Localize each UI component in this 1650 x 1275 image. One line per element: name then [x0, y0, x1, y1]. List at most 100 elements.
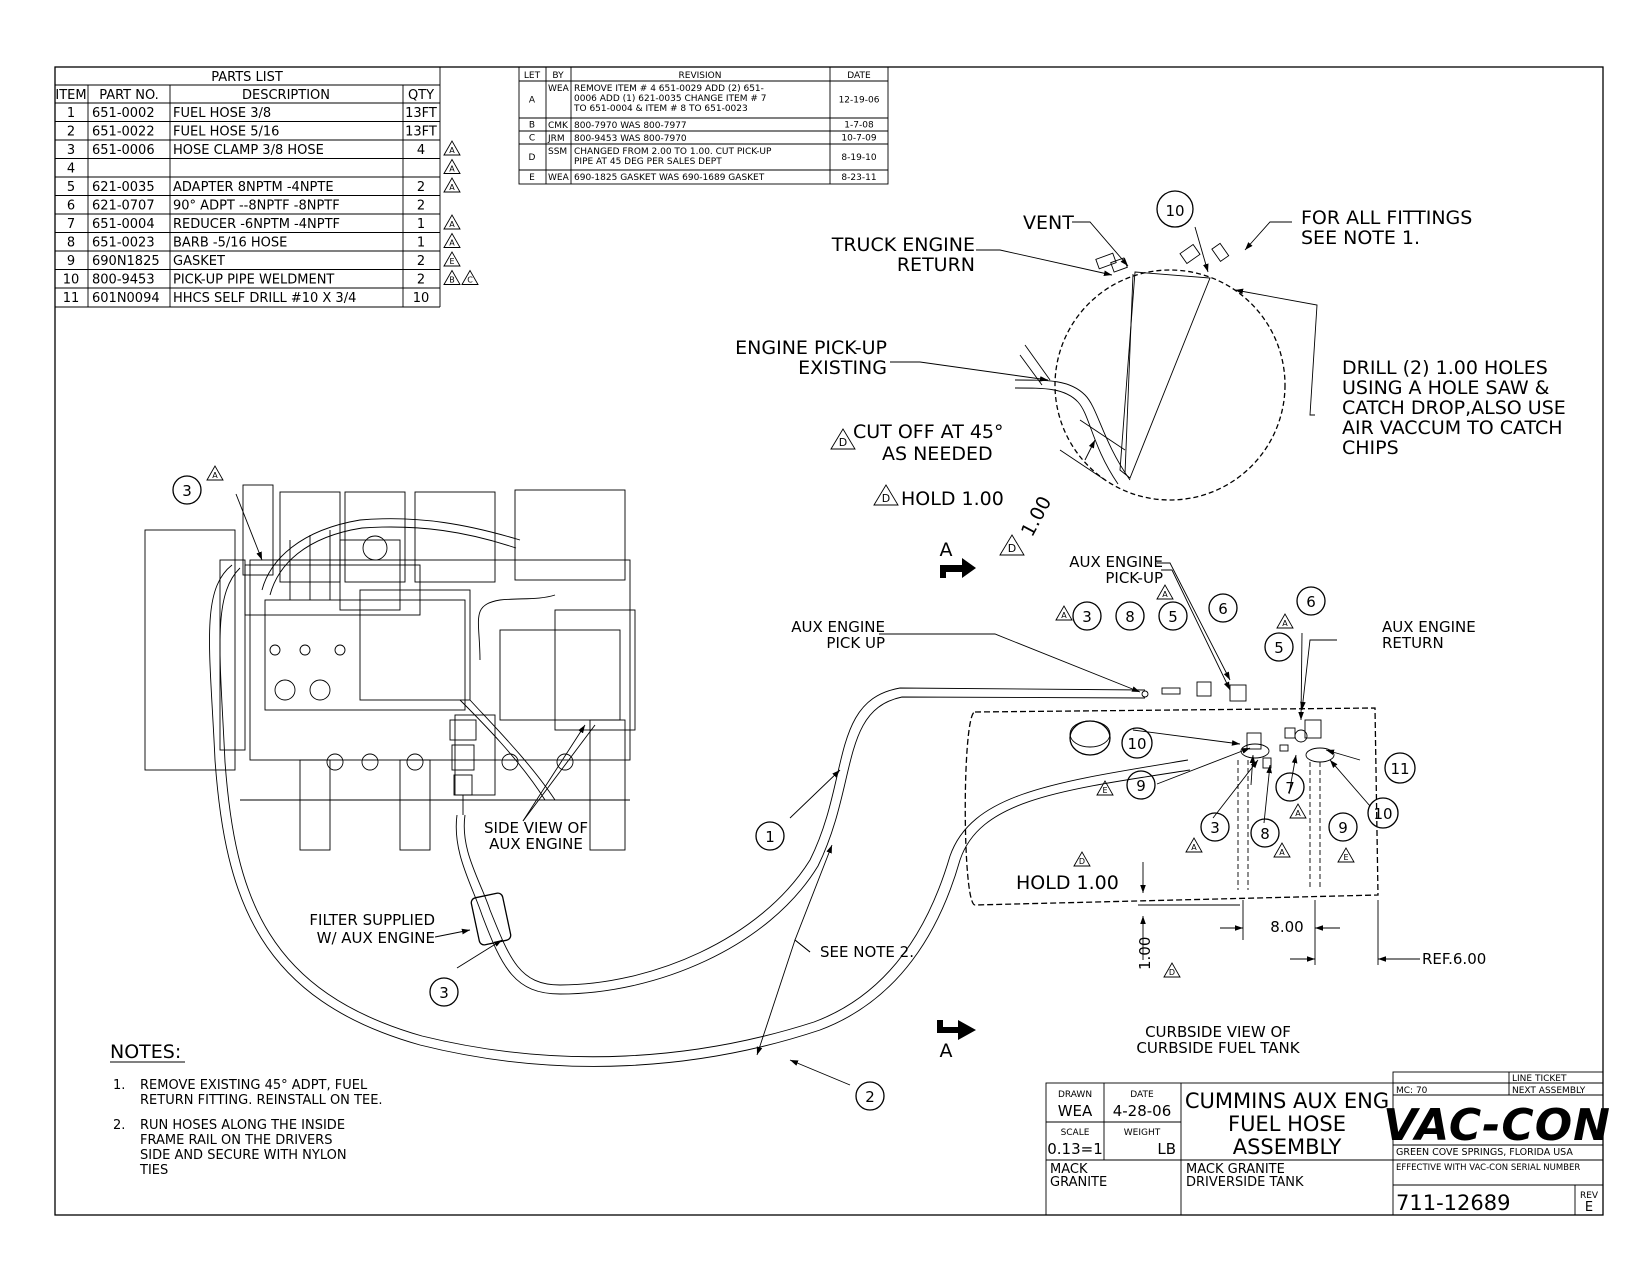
svg-text:4: 4 [417, 143, 425, 158]
svg-text:HOSE CLAMP 3/8 HOSE: HOSE CLAMP 3/8 HOSE [173, 143, 324, 158]
rev-mark-a-pickup: A [1156, 584, 1174, 600]
label-vent: VENT [1023, 212, 1074, 234]
svg-text:REV: REV [1580, 1191, 1599, 1201]
dim-1-rotated: D 1.00 [999, 493, 1056, 556]
svg-text:TO 651-0004 & ITEM # 8 TO 651-: TO 651-0004 & ITEM # 8 TO 651-0023 [573, 104, 748, 114]
svg-text:800-7970 WAS 800-7977: 800-7970 WAS 800-7977 [574, 121, 687, 131]
label-aux-return-2: RETURN [1382, 634, 1444, 652]
svg-text:651-0006: 651-0006 [92, 143, 155, 158]
svg-text:A: A [212, 471, 218, 480]
svg-text:A: A [1282, 619, 1288, 628]
label-pickup-1: ENGINE PICK-UP [735, 337, 887, 359]
svg-text:1-7-08: 1-7-08 [844, 121, 874, 131]
svg-text:9: 9 [1338, 819, 1348, 837]
svg-text:3: 3 [67, 143, 75, 158]
svg-text:7: 7 [1285, 779, 1295, 797]
svg-text:E: E [1102, 786, 1107, 795]
rev-col-revision: REVISION [679, 71, 722, 81]
notes-section: NOTES: 1. REMOVE EXISTING 45° ADPT, FUEL… [110, 1041, 383, 1178]
parts-col-part-no: PART NO. [99, 88, 159, 103]
label-truck-return-2: RETURN [897, 254, 975, 276]
label-aux-return-1: AUX ENGINE [1382, 618, 1476, 636]
svg-text:TIES: TIES [139, 1163, 168, 1178]
svg-text:690N1825: 690N1825 [92, 254, 160, 269]
svg-text:B: B [449, 276, 455, 285]
svg-text:D: D [839, 436, 847, 449]
title-line-3: ASSEMBLY [1233, 1135, 1342, 1159]
svg-text:1: 1 [765, 828, 775, 846]
svg-text:A: A [529, 96, 536, 106]
svg-text:2: 2 [417, 254, 425, 269]
fuel-pump-fitting [449, 719, 477, 815]
rev-mark-a-3: A [1055, 605, 1073, 621]
svg-text:FUEL HOSE 3/8: FUEL HOSE 3/8 [173, 106, 271, 121]
tank-detail-view [1014, 242, 1286, 501]
drawing-number: 711-12689 [1396, 1191, 1510, 1215]
label-fittings-2: SEE NOTE 1. [1301, 227, 1420, 249]
svg-text:621-0707: 621-0707 [92, 199, 155, 214]
label-filter-2: W/ AUX ENGINE [317, 929, 435, 947]
svg-text:REMOVE EXISTING 45° ADPT, FUEL: REMOVE EXISTING 45° ADPT, FUEL [140, 1078, 368, 1093]
parts-list-title: PARTS LIST [211, 70, 283, 85]
svg-text:A: A [1162, 590, 1168, 599]
title-location: GREEN COVE SPRINGS, FLORIDA USA [1396, 1147, 1573, 1158]
rev-mark-a-8: A [1273, 842, 1291, 858]
rev-mark-e-9: E [1096, 780, 1114, 796]
aux-engine-drawing [144, 484, 636, 851]
tank-width-dimension [1220, 900, 1420, 965]
label-drill-5: CHIPS [1342, 437, 1399, 459]
svg-text:1.: 1. [113, 1078, 125, 1093]
rev-mark [443, 269, 461, 285]
svg-text:WEA: WEA [548, 84, 570, 94]
svg-text:A: A [1279, 848, 1285, 857]
svg-text:D: D [882, 492, 890, 505]
title-date: 4-28-06 [1113, 1102, 1172, 1120]
callout-10-right: 10 [1367, 797, 1399, 829]
rev-mark-a-5: A [1276, 613, 1294, 629]
hold-top-note: D HOLD 1.00 [873, 484, 1004, 510]
section-arrow-top: A [940, 539, 976, 578]
label-cut-1: CUT OFF AT 45° [853, 421, 1004, 443]
title-line-2: FUEL HOSE [1228, 1112, 1346, 1136]
callout-3-bottom: 3 [1200, 812, 1230, 842]
callout-7: 7 [1275, 772, 1305, 802]
detail-leaders [890, 221, 1318, 416]
svg-text:8-23-11: 8-23-11 [841, 173, 876, 183]
rev-mark-a-7: A [1289, 803, 1307, 819]
rev-mark-a-engine: A [206, 465, 224, 481]
hose-1-pickup [455, 687, 1146, 995]
svg-text:C: C [529, 134, 535, 144]
svg-text:7: 7 [67, 217, 75, 232]
svg-text:13FT: 13FT [405, 106, 437, 121]
svg-text:A: A [449, 239, 455, 248]
svg-text:651-0004: 651-0004 [92, 217, 155, 232]
callout-9-left: 9 [1126, 770, 1156, 800]
label-see-note-2: SEE NOTE 2. [820, 943, 914, 961]
svg-text:HHCS SELF DRILL #10 X 3/4: HHCS SELF DRILL #10 X 3/4 [173, 291, 356, 306]
svg-text:E: E [1343, 853, 1348, 862]
label-drill-2: USING A HOLE SAW & [1342, 377, 1550, 399]
svg-text:11: 11 [1390, 760, 1409, 778]
label-cut-2: AS NEEDED [882, 443, 993, 465]
rev-mark-a-3b: A [1185, 837, 1203, 853]
svg-text:2: 2 [417, 180, 425, 195]
svg-text:A: A [940, 539, 953, 561]
svg-text:REMOVE ITEM # 4 651-0029 ADD (: REMOVE ITEM # 4 651-0029 ADD (2) 651- [574, 84, 764, 94]
svg-text:8: 8 [1125, 608, 1135, 626]
svg-text:E: E [529, 173, 535, 183]
rev-mark [443, 158, 461, 174]
title-next-assembly: NEXT ASSEMBLY [1512, 1086, 1586, 1096]
label-aux-pickup-left-2: PICK UP [826, 634, 885, 652]
svg-text:3: 3 [182, 482, 192, 500]
svg-text:WEIGHT: WEIGHT [1124, 1128, 1161, 1138]
svg-text:690-1825 GASKET WAS 690-1689 G: 690-1825 GASKET WAS 690-1689 GASKET [574, 173, 765, 183]
title-sub-1: MACK GRANITE [1186, 1162, 1285, 1177]
parts-col-description: DESCRIPTION [242, 88, 330, 103]
title-line-1: CUMMINS AUX ENG [1185, 1089, 1389, 1113]
